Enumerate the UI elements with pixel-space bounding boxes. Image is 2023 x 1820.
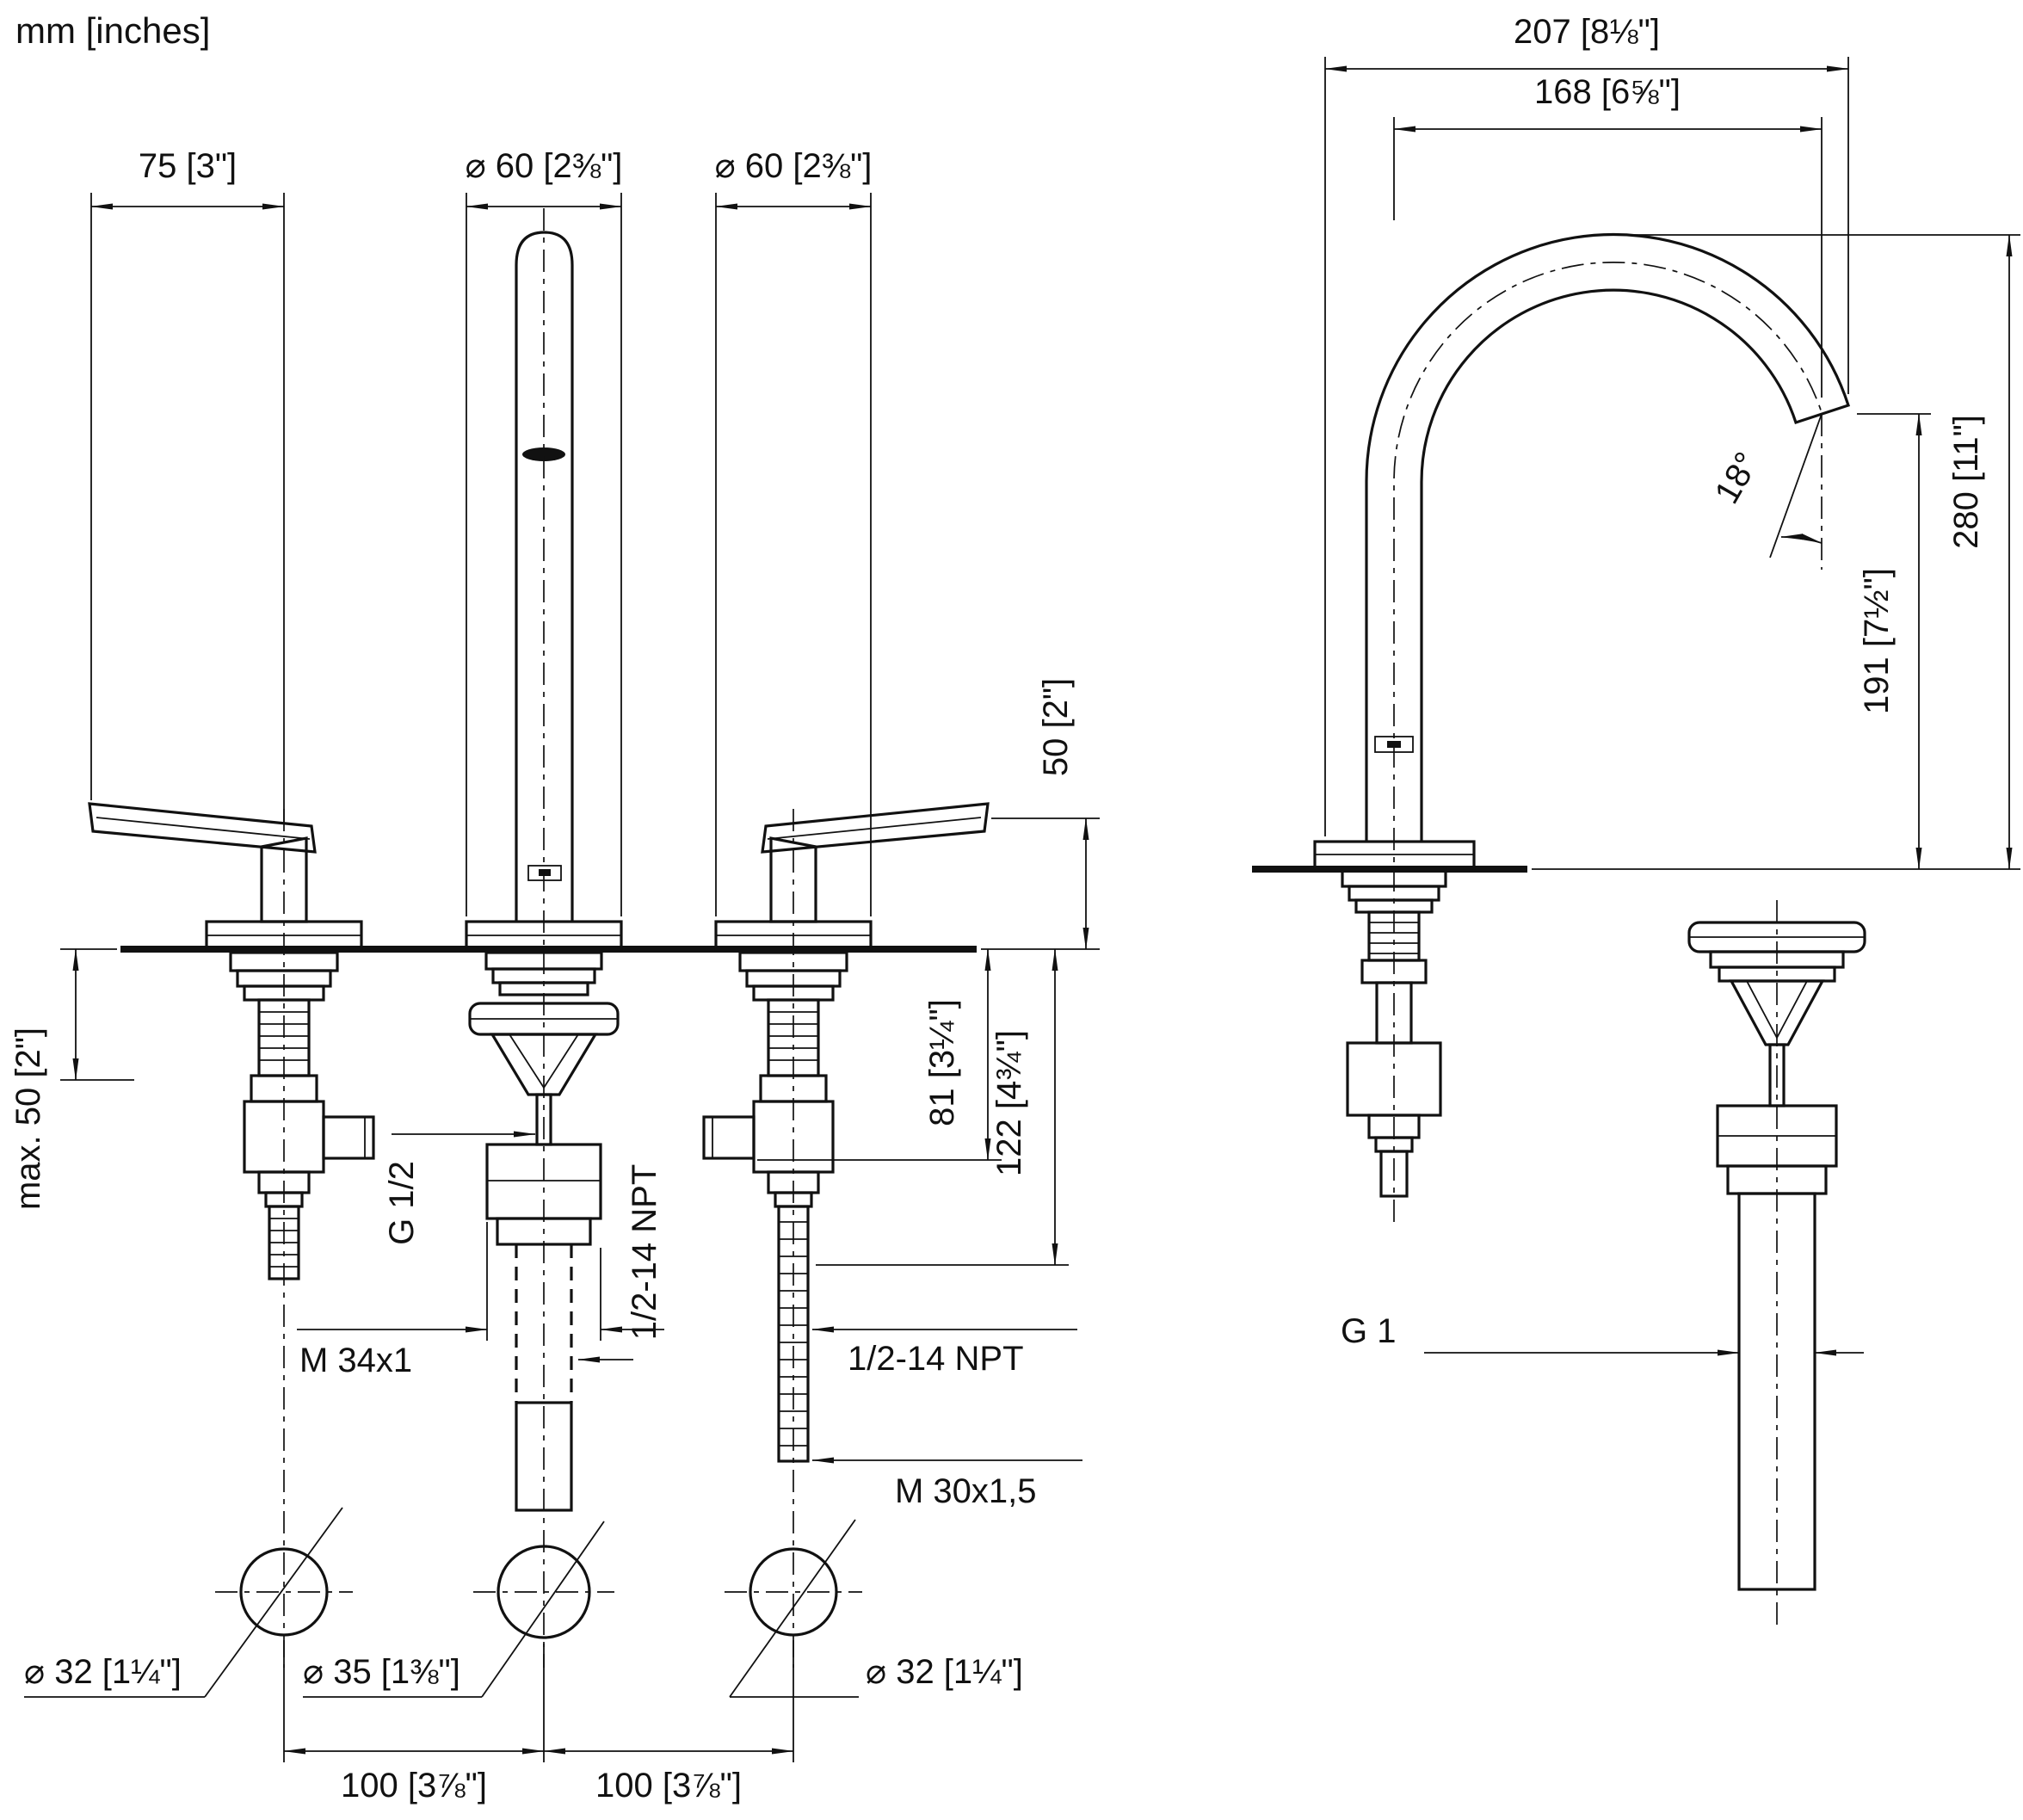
thread-m34-label: M 34x1 <box>299 1342 412 1379</box>
units-label: mm [inches] <box>15 10 210 51</box>
front-valve-right <box>702 951 848 1463</box>
thread-g1-label: G 1 <box>1341 1312 1396 1350</box>
dim-168-label: 168 [6⅝"] <box>1534 73 1681 111</box>
side-view-drawing <box>1252 232 1866 1591</box>
thread-m30-label: M 30x1,5 <box>895 1472 1037 1510</box>
thread-npt-right-label: 1/2-14 NPT <box>848 1340 1024 1378</box>
dim-dia60-spout-label: ⌀ 60 [2⅜"] <box>466 147 623 185</box>
front-handle-right <box>714 802 990 951</box>
thread-npt-center-label: 1/2-14 NPT <box>626 1164 663 1341</box>
front-view-drawing <box>88 231 990 1639</box>
dim-207-label: 207 [8⅛"] <box>1514 13 1660 51</box>
spout-aerator-mark <box>522 447 565 461</box>
front-dimension-lines <box>24 193 1100 1762</box>
front-valve-left <box>229 951 375 1280</box>
dia32-left-label: ⌀ 32 [1¼"] <box>24 1653 182 1691</box>
side-centerlines <box>1393 262 1823 1628</box>
side-dimension-lines <box>1324 57 2020 1356</box>
dim-50-label: 50 [2"] <box>1037 678 1075 776</box>
front-centerlines <box>215 208 862 1668</box>
angle-18-label: 18° <box>1708 446 1767 509</box>
front-handle-left <box>88 802 363 951</box>
dim-81-label: 81 [3¼"] <box>923 999 961 1126</box>
dim-max50-label: max. 50 [2"] <box>9 1027 47 1210</box>
dim-100-right-label: 100 [3⅞"] <box>595 1767 742 1805</box>
dim-191-label: 191 [7½"] <box>1858 568 1896 714</box>
side-spout <box>1313 232 1851 870</box>
dim-75-label: 75 [3"] <box>139 147 237 185</box>
dim-280-label: 280 [11"] <box>1947 415 1985 549</box>
thread-g12-label: G 1/2 <box>383 1161 421 1245</box>
dim-100-left-label: 100 [3⅞"] <box>341 1767 487 1805</box>
dim-dia60-handle-label: ⌀ 60 [2⅜"] <box>715 147 873 185</box>
dia35-center-label: ⌀ 35 [1⅜"] <box>303 1653 460 1691</box>
dim-122-label: 122 [4¾"] <box>990 1030 1028 1176</box>
dia32-right-label: ⌀ 32 [1¼"] <box>866 1653 1023 1691</box>
